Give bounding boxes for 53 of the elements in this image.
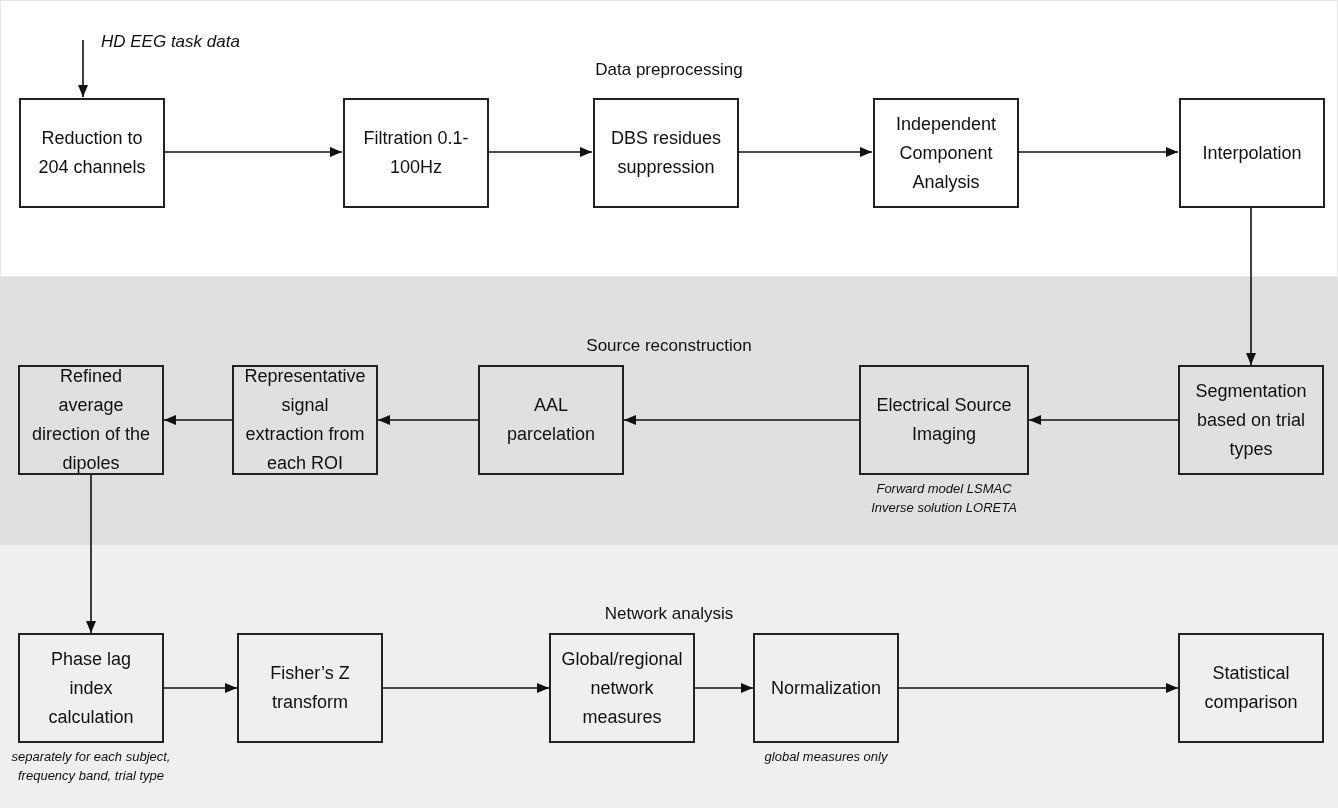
- edge-label: HD EEG task data: [101, 31, 240, 53]
- arrow: [86, 474, 96, 634]
- arrow: [163, 147, 343, 157]
- box-text: Refined average direction of the dipoles: [30, 365, 152, 475]
- box-text: AAL parcelation: [505, 394, 597, 446]
- arrow: [78, 39, 88, 98]
- process-box: [1178, 633, 1324, 743]
- box-text: Independent Component Analysis: [894, 112, 998, 194]
- box-text: Phase lag index calculation: [47, 647, 135, 729]
- box-text: Electrical Source Imaging: [875, 394, 1013, 446]
- note-text: global measures only: [764, 748, 888, 766]
- box-text: Filtration 0.1-100Hz: [362, 127, 470, 179]
- box-text: Interpolation: [1202, 141, 1302, 165]
- process-box: [873, 98, 1019, 208]
- arrow: [163, 415, 233, 425]
- arrow: [1028, 415, 1179, 425]
- note-text: separately for each subject, frequency band, trial type: [11, 748, 171, 785]
- section-heading: Source reconstruction: [586, 335, 752, 357]
- process-box: [1178, 365, 1324, 475]
- arrow: [163, 683, 238, 693]
- arrow: [1017, 147, 1179, 157]
- box-text: Statistical comparison: [1203, 662, 1299, 714]
- note-text: Inverse solution LORETA: [871, 499, 1017, 517]
- section-heading: Network analysis: [604, 603, 734, 625]
- box-text: DBS residues suppression: [609, 127, 723, 179]
- box-text: Global/regional network measures: [560, 647, 684, 729]
- arrow: [487, 147, 593, 157]
- arrow: [694, 683, 754, 693]
- process-box: [549, 633, 695, 743]
- process-box: [478, 365, 624, 475]
- process-box: [232, 365, 378, 475]
- box-text: Fisher’s Z transform: [269, 662, 351, 714]
- process-box: [593, 98, 739, 208]
- section-band: [0, 545, 1338, 808]
- process-box: [343, 98, 489, 208]
- process-box: [1179, 98, 1325, 208]
- box-text: Normalization: [770, 676, 881, 700]
- process-box: [18, 365, 164, 475]
- box-text: Reduction to 204 channels: [37, 127, 147, 179]
- arrow: [382, 683, 550, 693]
- section-heading: Data preprocessing: [595, 59, 743, 81]
- section-band: [0, 0, 1338, 277]
- arrow: [737, 147, 873, 157]
- box-text: Segmentation based on trial types: [1194, 379, 1308, 461]
- box-text: Representative signal extraction from each ROI: [243, 365, 367, 475]
- arrow: [1246, 206, 1256, 366]
- note-text: Forward model LSMAC: [876, 480, 1012, 498]
- arrow: [623, 415, 860, 425]
- process-box: [19, 98, 165, 208]
- arrow: [898, 683, 1179, 693]
- arrow: [377, 415, 479, 425]
- process-box: [237, 633, 383, 743]
- section-band: [0, 277, 1338, 545]
